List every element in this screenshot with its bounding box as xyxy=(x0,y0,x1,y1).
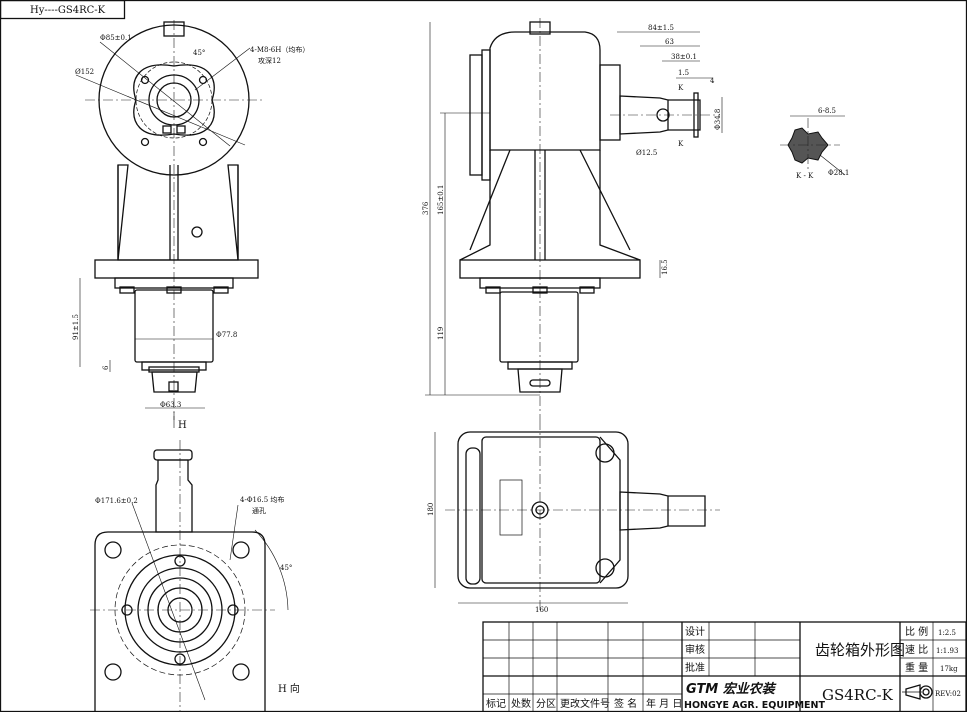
dimension-label: 更改文件号 xyxy=(560,697,610,710)
dimension-label: 比 例 xyxy=(905,625,928,638)
dimension-label: 1:1.93 xyxy=(936,647,958,655)
dimension-label: 6-8.5 xyxy=(818,107,836,115)
dimension-label: 审核 xyxy=(685,643,705,656)
dimension-label: H xyxy=(178,420,187,431)
dimension-label: 4-M8-6H（均布） xyxy=(250,45,309,54)
company-logo: GTM 宏业农装 xyxy=(686,681,777,697)
dimension-label: 63 xyxy=(665,38,674,46)
dimension-label: 165±0.1 xyxy=(437,185,445,215)
dimension-label: 签 名 xyxy=(614,697,637,710)
dimension-label: Φ85±0.1 xyxy=(100,34,132,42)
dimension-label: 年 月 日 xyxy=(646,697,682,710)
h-view-title: H 向 xyxy=(278,682,300,695)
dimension-label: 45° xyxy=(193,49,205,57)
dimension-label: 通孔 xyxy=(252,506,266,515)
drawing-name: 齿轮箱外形图 xyxy=(815,641,905,659)
revision: REV:02 xyxy=(935,690,961,698)
h-view: Φ171.6±0.2 4-Φ16.5 均布 通孔 45° H 向 xyxy=(90,440,300,712)
dimension-label: 91±1.5 xyxy=(72,314,80,340)
dimension-label: 376 xyxy=(422,201,430,215)
dimension-label: Φ171.6±0.2 xyxy=(95,497,138,505)
dimension-label: 处数 xyxy=(511,697,531,710)
front-view: Φ85±0.1 Ø152 45° 4-M8-6H（均布） 攻深12 Φ77.8 … xyxy=(72,20,309,431)
dimension-label: 分区 xyxy=(536,698,556,710)
dimension-label: 17kg xyxy=(940,665,958,673)
top-view: 180 160 xyxy=(427,420,720,614)
dimension-label: K xyxy=(678,140,684,148)
dimension-label: Ø152 xyxy=(75,68,94,76)
dimension-label: K xyxy=(678,84,684,92)
dimension-label: 4 xyxy=(710,77,715,85)
dimension-label: 设计 xyxy=(685,625,705,638)
dimension-label: 速 比 xyxy=(905,644,928,656)
dimension-label: 16.5 xyxy=(661,259,669,275)
dimension-label: 38±0.1 xyxy=(671,53,697,61)
dimension-label: 标记 xyxy=(486,698,506,710)
side-view: 376 165±0.1 119 16.5 84±1.5 63 38±0.1 1.… xyxy=(422,18,723,420)
dimension-label: 重 量 xyxy=(905,661,928,674)
dimension-label: 119 xyxy=(437,327,445,340)
dimension-label: 84±1.5 xyxy=(648,24,674,32)
dimension-label: 180 xyxy=(427,503,435,516)
projection-symbol-icon xyxy=(902,684,933,700)
drawing-id-box: Hy----GS4RC-K xyxy=(0,0,126,20)
section-kk: 6-8.5 K - K Φ28.1 xyxy=(780,107,849,180)
dimension-label: 6 xyxy=(102,365,110,370)
dimension-label: Φ28.1 xyxy=(828,169,849,177)
dimension-label: 攻深12 xyxy=(258,56,281,65)
dimension-label: Φ77.8 xyxy=(216,331,237,339)
dimension-label: 4-Φ16.5 均布 xyxy=(240,495,284,504)
dimension-label: 1.5 xyxy=(678,69,689,77)
dimension-label: Φ34.8 xyxy=(714,109,722,130)
dimension-label: 1:2.5 xyxy=(938,629,956,637)
dimension-label: Ø12.5 xyxy=(636,149,657,157)
dimension-label: K - K xyxy=(796,172,814,180)
dimension-label: 160 xyxy=(535,606,548,614)
title-block: 设计 审核 批准 标记 处数 分区 更改文件号 签 名 年 月 日 齿轮箱外形图… xyxy=(482,621,967,712)
part-number: GS4RC-K xyxy=(822,686,894,704)
drawing-id: Hy----GS4RC-K xyxy=(30,5,106,16)
company-name: HONGYE AGR. EQUIPMENT xyxy=(684,700,825,711)
dimension-label: 45° xyxy=(280,564,292,572)
dimension-label: 批准 xyxy=(685,661,705,674)
dimension-label: Φ63.3 xyxy=(160,401,181,409)
